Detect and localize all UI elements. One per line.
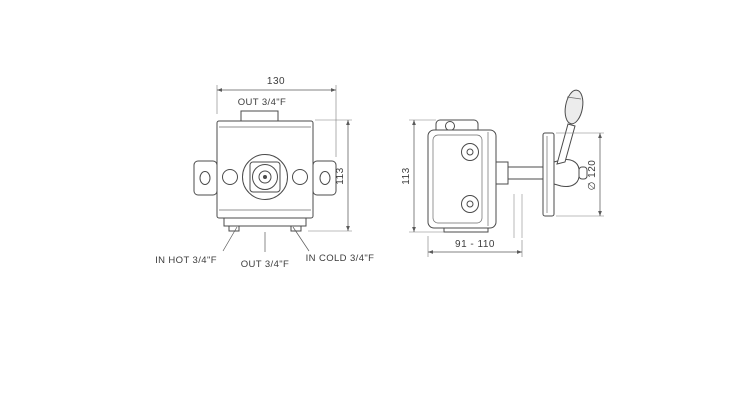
side-body-foot	[443, 227, 489, 233]
front-dimensions: 130 113	[216, 76, 352, 232]
handle-grip-seam	[566, 96, 582, 100]
front-view	[193, 110, 337, 232]
dim-text-height-front: 113	[335, 167, 346, 184]
side-escutcheon-plate	[542, 132, 555, 217]
front-right-ear-hole	[319, 171, 331, 185]
front-bottom-plate	[223, 217, 307, 232]
side-upper-screw	[461, 143, 479, 161]
side-view	[427, 89, 588, 238]
dimension-depth-91-110: 91 - 110	[427, 236, 523, 257]
front-spindle-center	[263, 175, 267, 179]
front-labels: OUT 3/4"F IN HOT 3/4"F OUT 3/4"F IN COLD…	[155, 97, 374, 270]
front-right-mounting-ear	[312, 160, 337, 196]
label-in-cold: IN COLD 3/4"F	[306, 253, 375, 264]
front-spindle-square-boss	[249, 161, 281, 193]
front-bottom-right-port	[290, 225, 302, 232]
handle-hub-cap	[578, 166, 588, 180]
side-valve-body	[427, 119, 497, 233]
handle-lever-arm	[556, 123, 576, 165]
side-dimensions: 113 91 - 110 ∅ 120	[401, 119, 604, 257]
label-in-hot: IN HOT 3/4"F	[155, 255, 217, 266]
front-left-mounting-ear	[193, 160, 218, 196]
dimension-height-113-front: 113	[308, 119, 352, 232]
label-out-bottom: OUT 3/4"F	[241, 259, 290, 270]
handle-grip	[564, 89, 584, 125]
front-right-screw	[292, 169, 308, 185]
side-stem-assembly	[495, 161, 543, 238]
front-bottom-left-port	[228, 225, 240, 232]
side-lower-screw	[461, 195, 479, 213]
leader-in-cold	[292, 226, 310, 252]
side-top-boss-screw	[445, 121, 455, 131]
side-lever-handle	[553, 89, 588, 187]
stem-collar	[495, 161, 509, 185]
front-left-ear-hole	[199, 171, 211, 185]
dimension-diameter-120: ∅ 120	[556, 132, 604, 217]
dim-text-width: 130	[267, 76, 285, 87]
dim-text-depth: 91 - 110	[455, 239, 495, 250]
dim-text-diameter: ∅ 120	[587, 160, 598, 191]
front-left-screw	[222, 169, 238, 185]
dim-text-height-side: 113	[401, 167, 412, 184]
front-top-outlet-port	[240, 110, 279, 122]
dimension-height-113-side: 113	[401, 119, 444, 233]
dimension-width-130: 130	[216, 76, 337, 157]
front-cartridge-spindle	[242, 154, 288, 200]
leader-in-hot	[222, 226, 238, 252]
label-out-top: OUT 3/4"F	[238, 97, 287, 108]
side-body-inner-contour	[432, 134, 483, 224]
